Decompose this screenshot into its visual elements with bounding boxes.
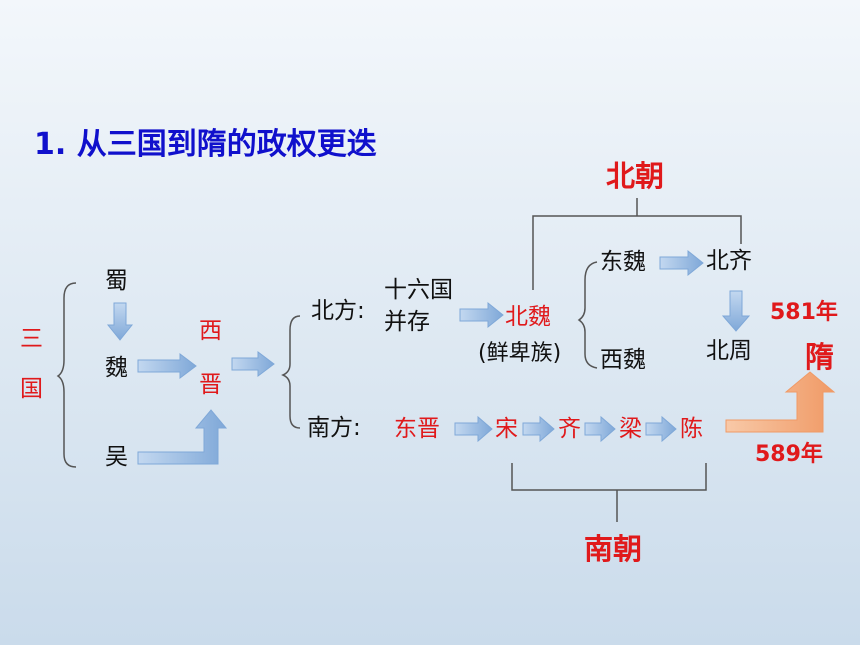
- northern-qi-label: 北齐: [706, 248, 752, 274]
- south-label: 南方:: [307, 415, 361, 441]
- wu-label: 吴: [105, 444, 128, 470]
- eastjin-to-song-arrow: [454, 415, 493, 443]
- year-581-label: 581年: [770, 300, 838, 325]
- northern-dynasties-label: 北朝: [606, 159, 665, 193]
- xianbei-label: (鲜卑族): [478, 341, 562, 366]
- shu-label: 蜀: [105, 268, 128, 294]
- south-to-sui-arrow: [725, 371, 836, 433]
- jin-to-split-arrow: [231, 351, 275, 377]
- western-wei-label: 西魏: [600, 347, 646, 373]
- liang-label: 梁: [619, 416, 642, 442]
- liang-to-chen-arrow: [645, 415, 677, 443]
- southern-qi-label: 齐: [558, 416, 581, 442]
- wu-to-jin-arrow: [137, 409, 228, 465]
- north-label: 北方:: [311, 298, 365, 324]
- eastern-wei-label: 东魏: [600, 249, 646, 275]
- wei-to-jin-arrow: [137, 353, 197, 379]
- northern-zhou-label: 北周: [706, 338, 752, 364]
- wei-label: 魏: [105, 355, 128, 381]
- three-kingdoms-label-2: 国: [20, 376, 43, 402]
- song-label: 宋: [495, 416, 518, 442]
- chen-label: 陈: [680, 416, 703, 442]
- sixteen-kingdoms-line2: 并存: [384, 309, 430, 335]
- northern-wei-label: 北魏: [505, 304, 551, 330]
- three-kingdoms-brace: [56, 282, 77, 468]
- western-jin-char-2: 晋: [199, 372, 222, 398]
- shu-to-wei-arrow: [106, 302, 134, 341]
- northern-dynasties-bracket: [532, 198, 742, 290]
- qi-to-zhou-arrow: [721, 290, 751, 332]
- three-kingdoms-label-1: 三: [20, 326, 43, 352]
- qi-to-liang-arrow: [584, 415, 616, 443]
- eastern-jin-label: 东晋: [394, 416, 440, 442]
- wei-split-brace: [577, 261, 598, 369]
- year-589-label: 589年: [755, 442, 823, 467]
- eastwei-to-qi-arrow: [659, 249, 704, 277]
- sixteen-to-weinorth-arrow: [459, 301, 504, 329]
- page-title: 1. 从三国到隋的政权更迭: [34, 127, 377, 162]
- southern-dynasties-label: 南朝: [584, 532, 643, 566]
- sixteen-kingdoms-line1: 十六国: [384, 277, 453, 303]
- southern-dynasties-bracket: [511, 463, 707, 522]
- sui-label: 隋: [805, 340, 835, 374]
- song-to-qi-arrow: [522, 415, 555, 443]
- western-jin-char-1: 西: [199, 318, 222, 344]
- north-south-brace: [281, 315, 301, 429]
